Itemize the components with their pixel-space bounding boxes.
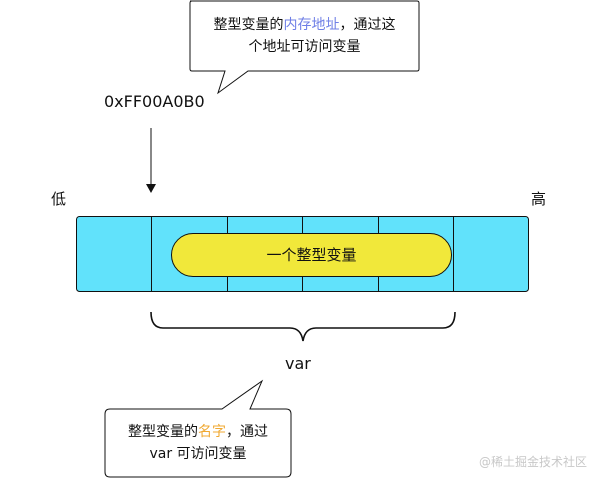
watermark-text: @稀土掘金技术社区 xyxy=(478,455,587,469)
address-callout-line1-part2: ，通过这 xyxy=(339,17,396,33)
name-callout-line2: var 可访问变量 xyxy=(149,446,247,462)
curly-brace xyxy=(150,311,456,342)
low-end-label: 低 xyxy=(51,190,67,208)
address-callout-bubble xyxy=(189,0,420,95)
address-arrow-head xyxy=(146,184,156,193)
address-callout-highlight: 内存地址 xyxy=(283,17,340,33)
address-callout-text: 整型变量的内存地址，通过这 个地址可访问变量 xyxy=(190,14,419,58)
address-callout-line1-part1: 整型变量的 xyxy=(213,17,284,33)
variable-name-label: var xyxy=(285,354,311,373)
name-callout-line1: 整型变量的名字，通过 xyxy=(105,421,291,443)
name-callout-bubble xyxy=(104,379,292,478)
memory-address-label: 0xFF00A0B0 xyxy=(104,92,205,111)
integer-variable-label: 一个整型变量 xyxy=(266,246,357,264)
name-callout-highlight: 名字 xyxy=(198,424,226,440)
name-callout-line1-part2: ，通过 xyxy=(226,424,268,440)
address-callout-line1: 整型变量的内存地址，通过这 xyxy=(190,14,419,36)
name-callout-text: 整型变量的名字，通过 var 可访问变量 xyxy=(105,421,291,465)
address-callout-line2: 个地址可访问变量 xyxy=(248,39,361,55)
name-callout-line1-part1: 整型变量的 xyxy=(128,424,198,440)
high-end-label: 高 xyxy=(531,190,547,208)
integer-variable-pill xyxy=(171,233,452,277)
